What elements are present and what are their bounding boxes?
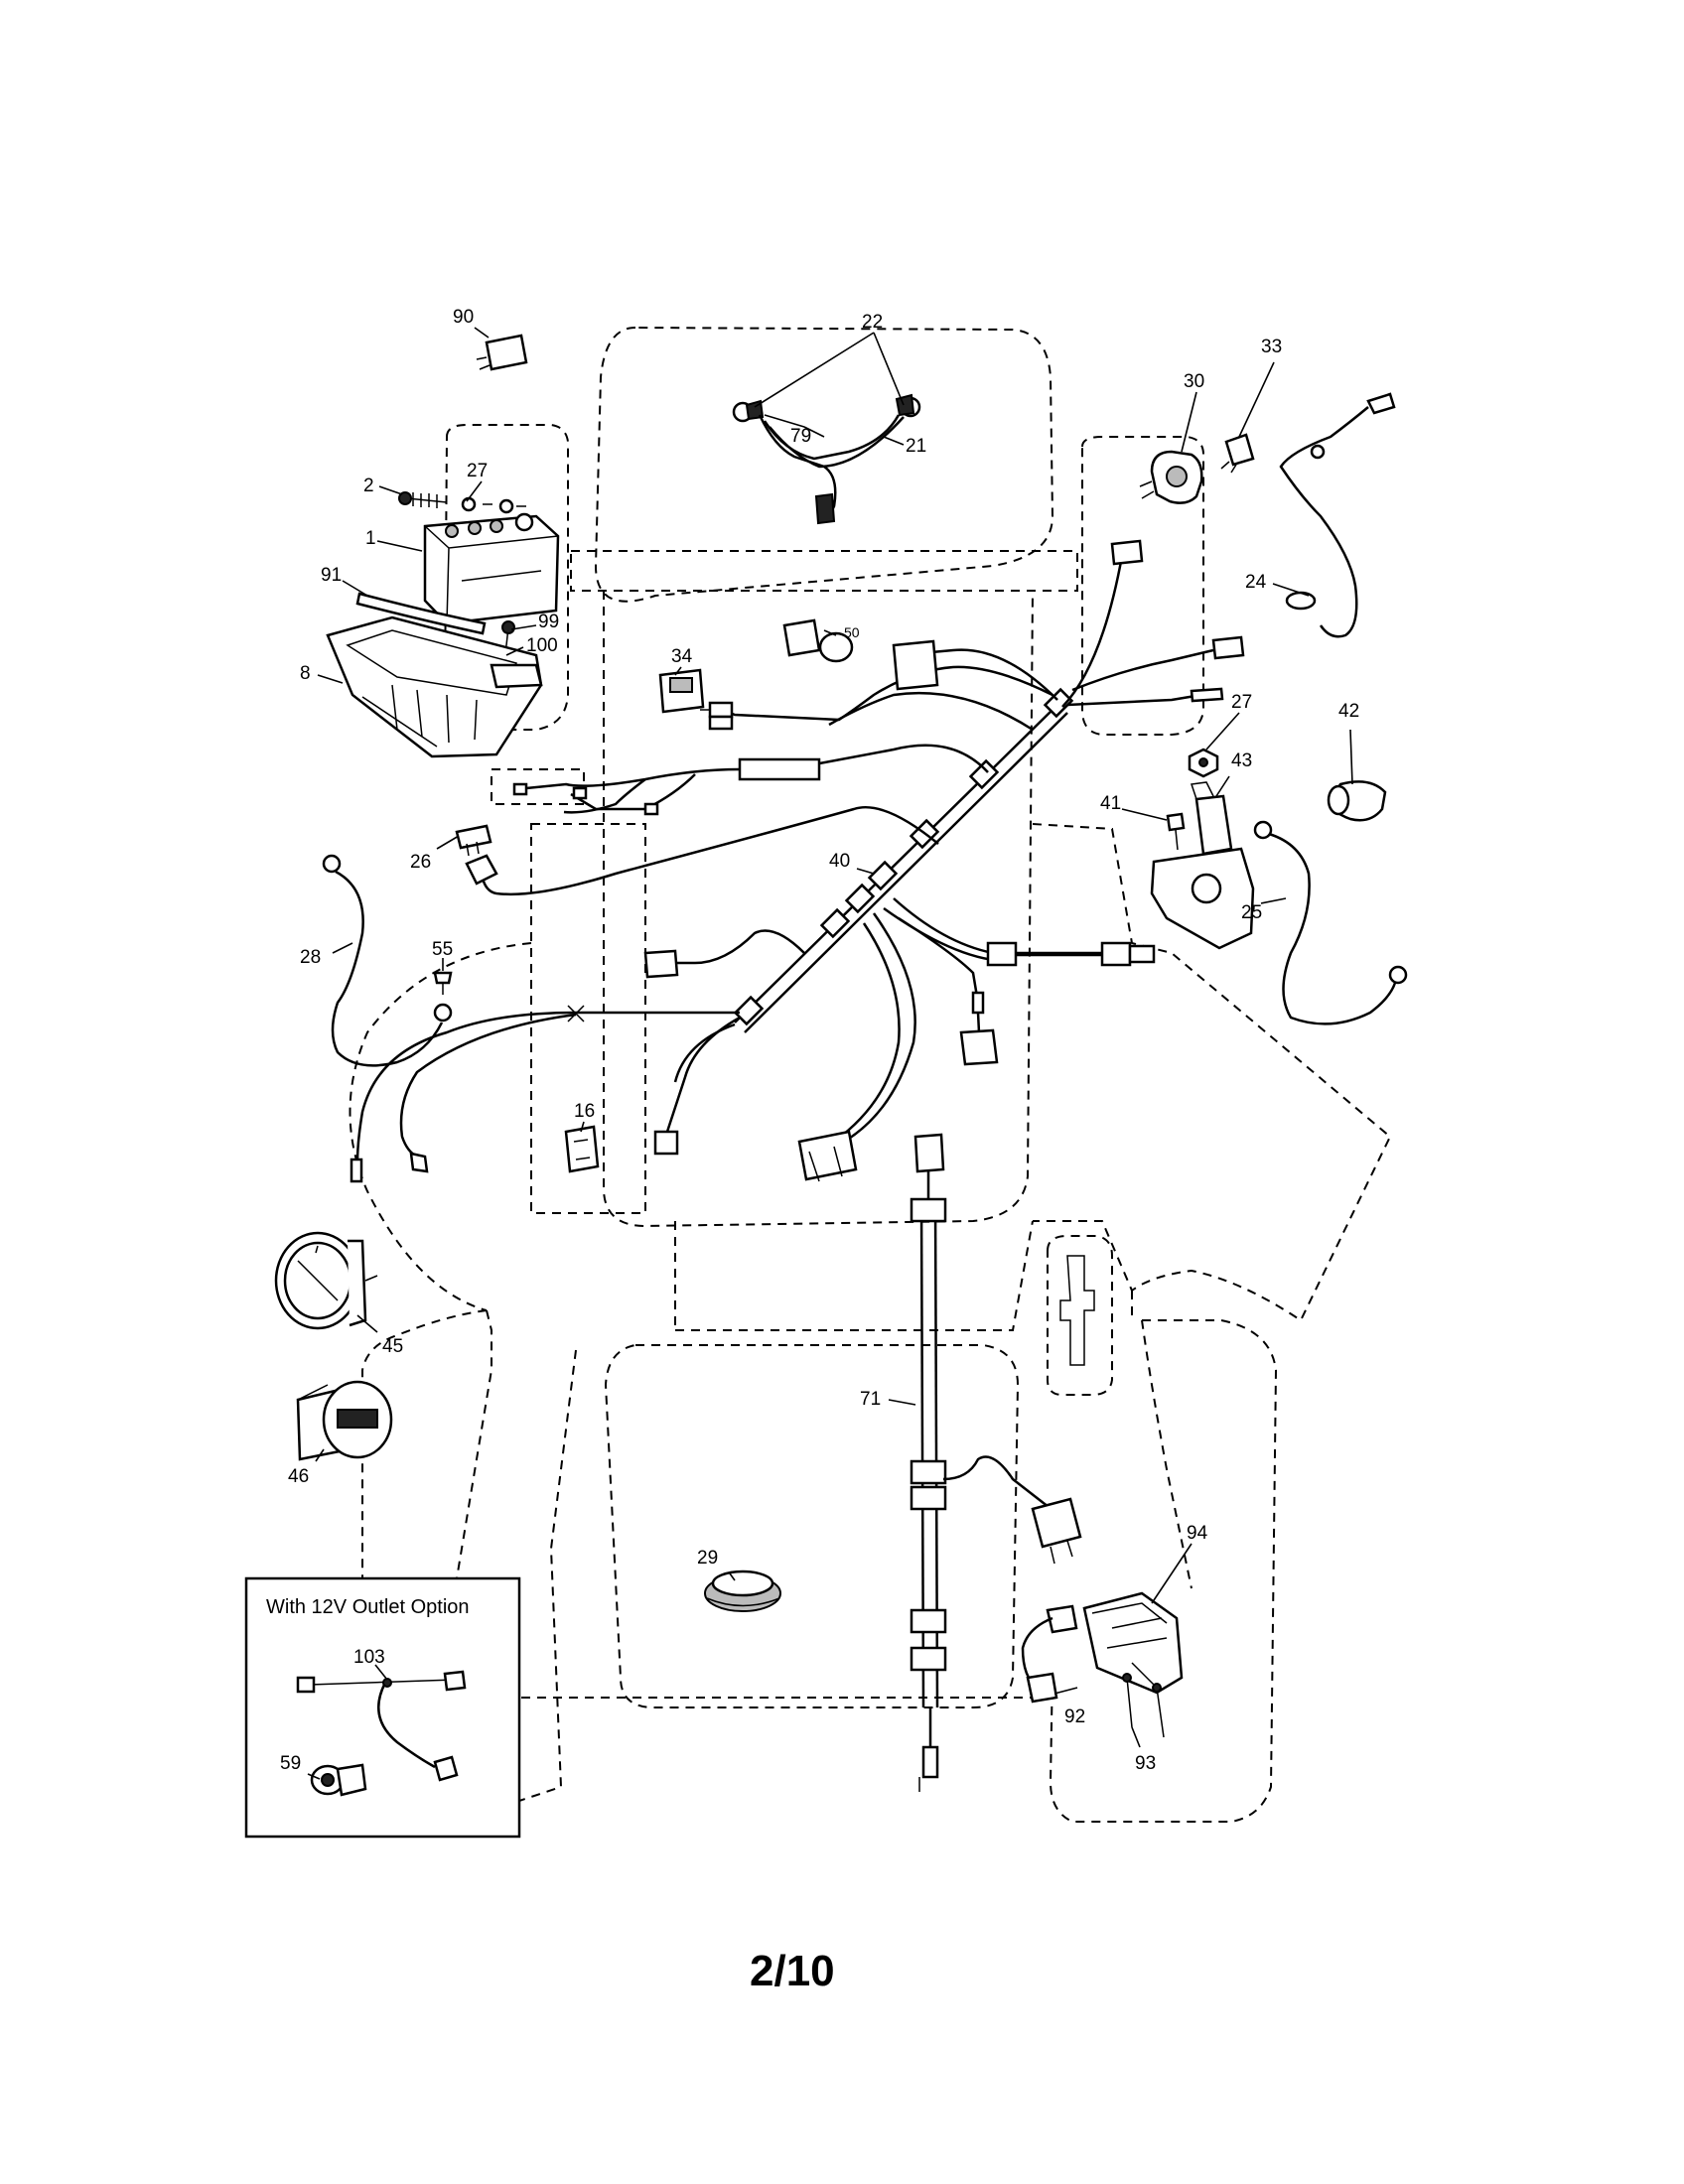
callout-92: 92 [1064, 1706, 1085, 1727]
callout-46: 46 [288, 1466, 309, 1487]
callout-30: 30 [1184, 371, 1204, 392]
callout-91: 91 [321, 565, 342, 586]
battery-part-1 [423, 512, 560, 625]
callout-45: 45 [382, 1336, 403, 1357]
connector-part-92 [1021, 1616, 1058, 1704]
battery-bolt-part-2 [398, 491, 448, 508]
callout-41: 41 [1100, 793, 1121, 814]
outlet-option-inset [244, 1576, 521, 1839]
callout-99: 99 [538, 612, 559, 632]
headlight-harness [732, 393, 921, 525]
callout-27-pto: 27 [1231, 692, 1252, 713]
battery-cable-part-24 [1279, 392, 1396, 638]
boot-part-42 [1327, 780, 1387, 822]
callout-2: 2 [363, 476, 374, 496]
hour-meter-part-46 [296, 1380, 393, 1461]
chassis-outline [349, 326, 1392, 1823]
callout-16: 16 [574, 1101, 595, 1122]
battery-nut-part-27 [461, 496, 526, 514]
callout-94: 94 [1187, 1523, 1208, 1544]
callout-22: 22 [862, 312, 883, 333]
rear-harness-part-71 [910, 1133, 1082, 1792]
leader-lines [307, 327, 1353, 1780]
callout-1: 1 [365, 528, 376, 549]
callout-numbers: 90 27 2 1 91 99 100 8 22 79 21 30 33 24 … [280, 307, 1359, 1774]
callout-40: 40 [829, 851, 850, 872]
callout-55: 55 [432, 939, 453, 960]
callout-26: 26 [410, 852, 431, 873]
gauge-part-45 [274, 1231, 378, 1330]
battery-strap-part-91 [355, 592, 487, 635]
main-wiring-harness-part-40 [455, 539, 1245, 1182]
screw-part-41 [1166, 812, 1186, 851]
callout-93: 93 [1135, 1753, 1156, 1774]
ignition-switch-part-30 [1139, 450, 1203, 504]
callout-8: 8 [300, 663, 311, 684]
callout-100: 100 [526, 635, 558, 656]
callout-71: 71 [860, 1389, 881, 1410]
callout-79: 79 [790, 426, 811, 447]
fuse-holder-part-90 [476, 334, 528, 371]
callout-90: 90 [453, 307, 474, 328]
callout-29: 29 [697, 1548, 718, 1569]
callout-24: 24 [1245, 572, 1267, 593]
ground-cable-part-28 [322, 854, 453, 1067]
callout-59: 59 [280, 1753, 301, 1774]
callout-103: 103 [353, 1647, 385, 1668]
ignition-key-part-33 [1220, 433, 1255, 474]
callout-28: 28 [300, 947, 321, 968]
page-number: 2/10 [750, 1947, 835, 1995]
battery-group [326, 334, 560, 758]
callout-43: 43 [1231, 751, 1252, 771]
inset-title: With 12V Outlet Option [266, 1596, 470, 1618]
nut-part-27 [1188, 748, 1219, 778]
callout-21: 21 [906, 436, 926, 457]
callout-27-battery: 27 [467, 461, 488, 481]
callout-33: 33 [1261, 337, 1282, 357]
callout-25: 25 [1241, 902, 1262, 923]
module-part-94 [1046, 1591, 1184, 1695]
callout-42: 42 [1338, 701, 1359, 722]
battery-tray-part-8 [326, 615, 543, 758]
seat-switch-part-29 [704, 1570, 781, 1612]
screws-part-93 [1122, 1673, 1165, 1738]
callout-50: 50 [844, 624, 860, 640]
pto-switch-part-43 [1150, 781, 1255, 950]
left-harness-wires [350, 1005, 740, 1183]
callout-34: 34 [671, 646, 693, 667]
cable-part-25 [1253, 820, 1408, 1025]
screw-part-55 [433, 971, 453, 995]
